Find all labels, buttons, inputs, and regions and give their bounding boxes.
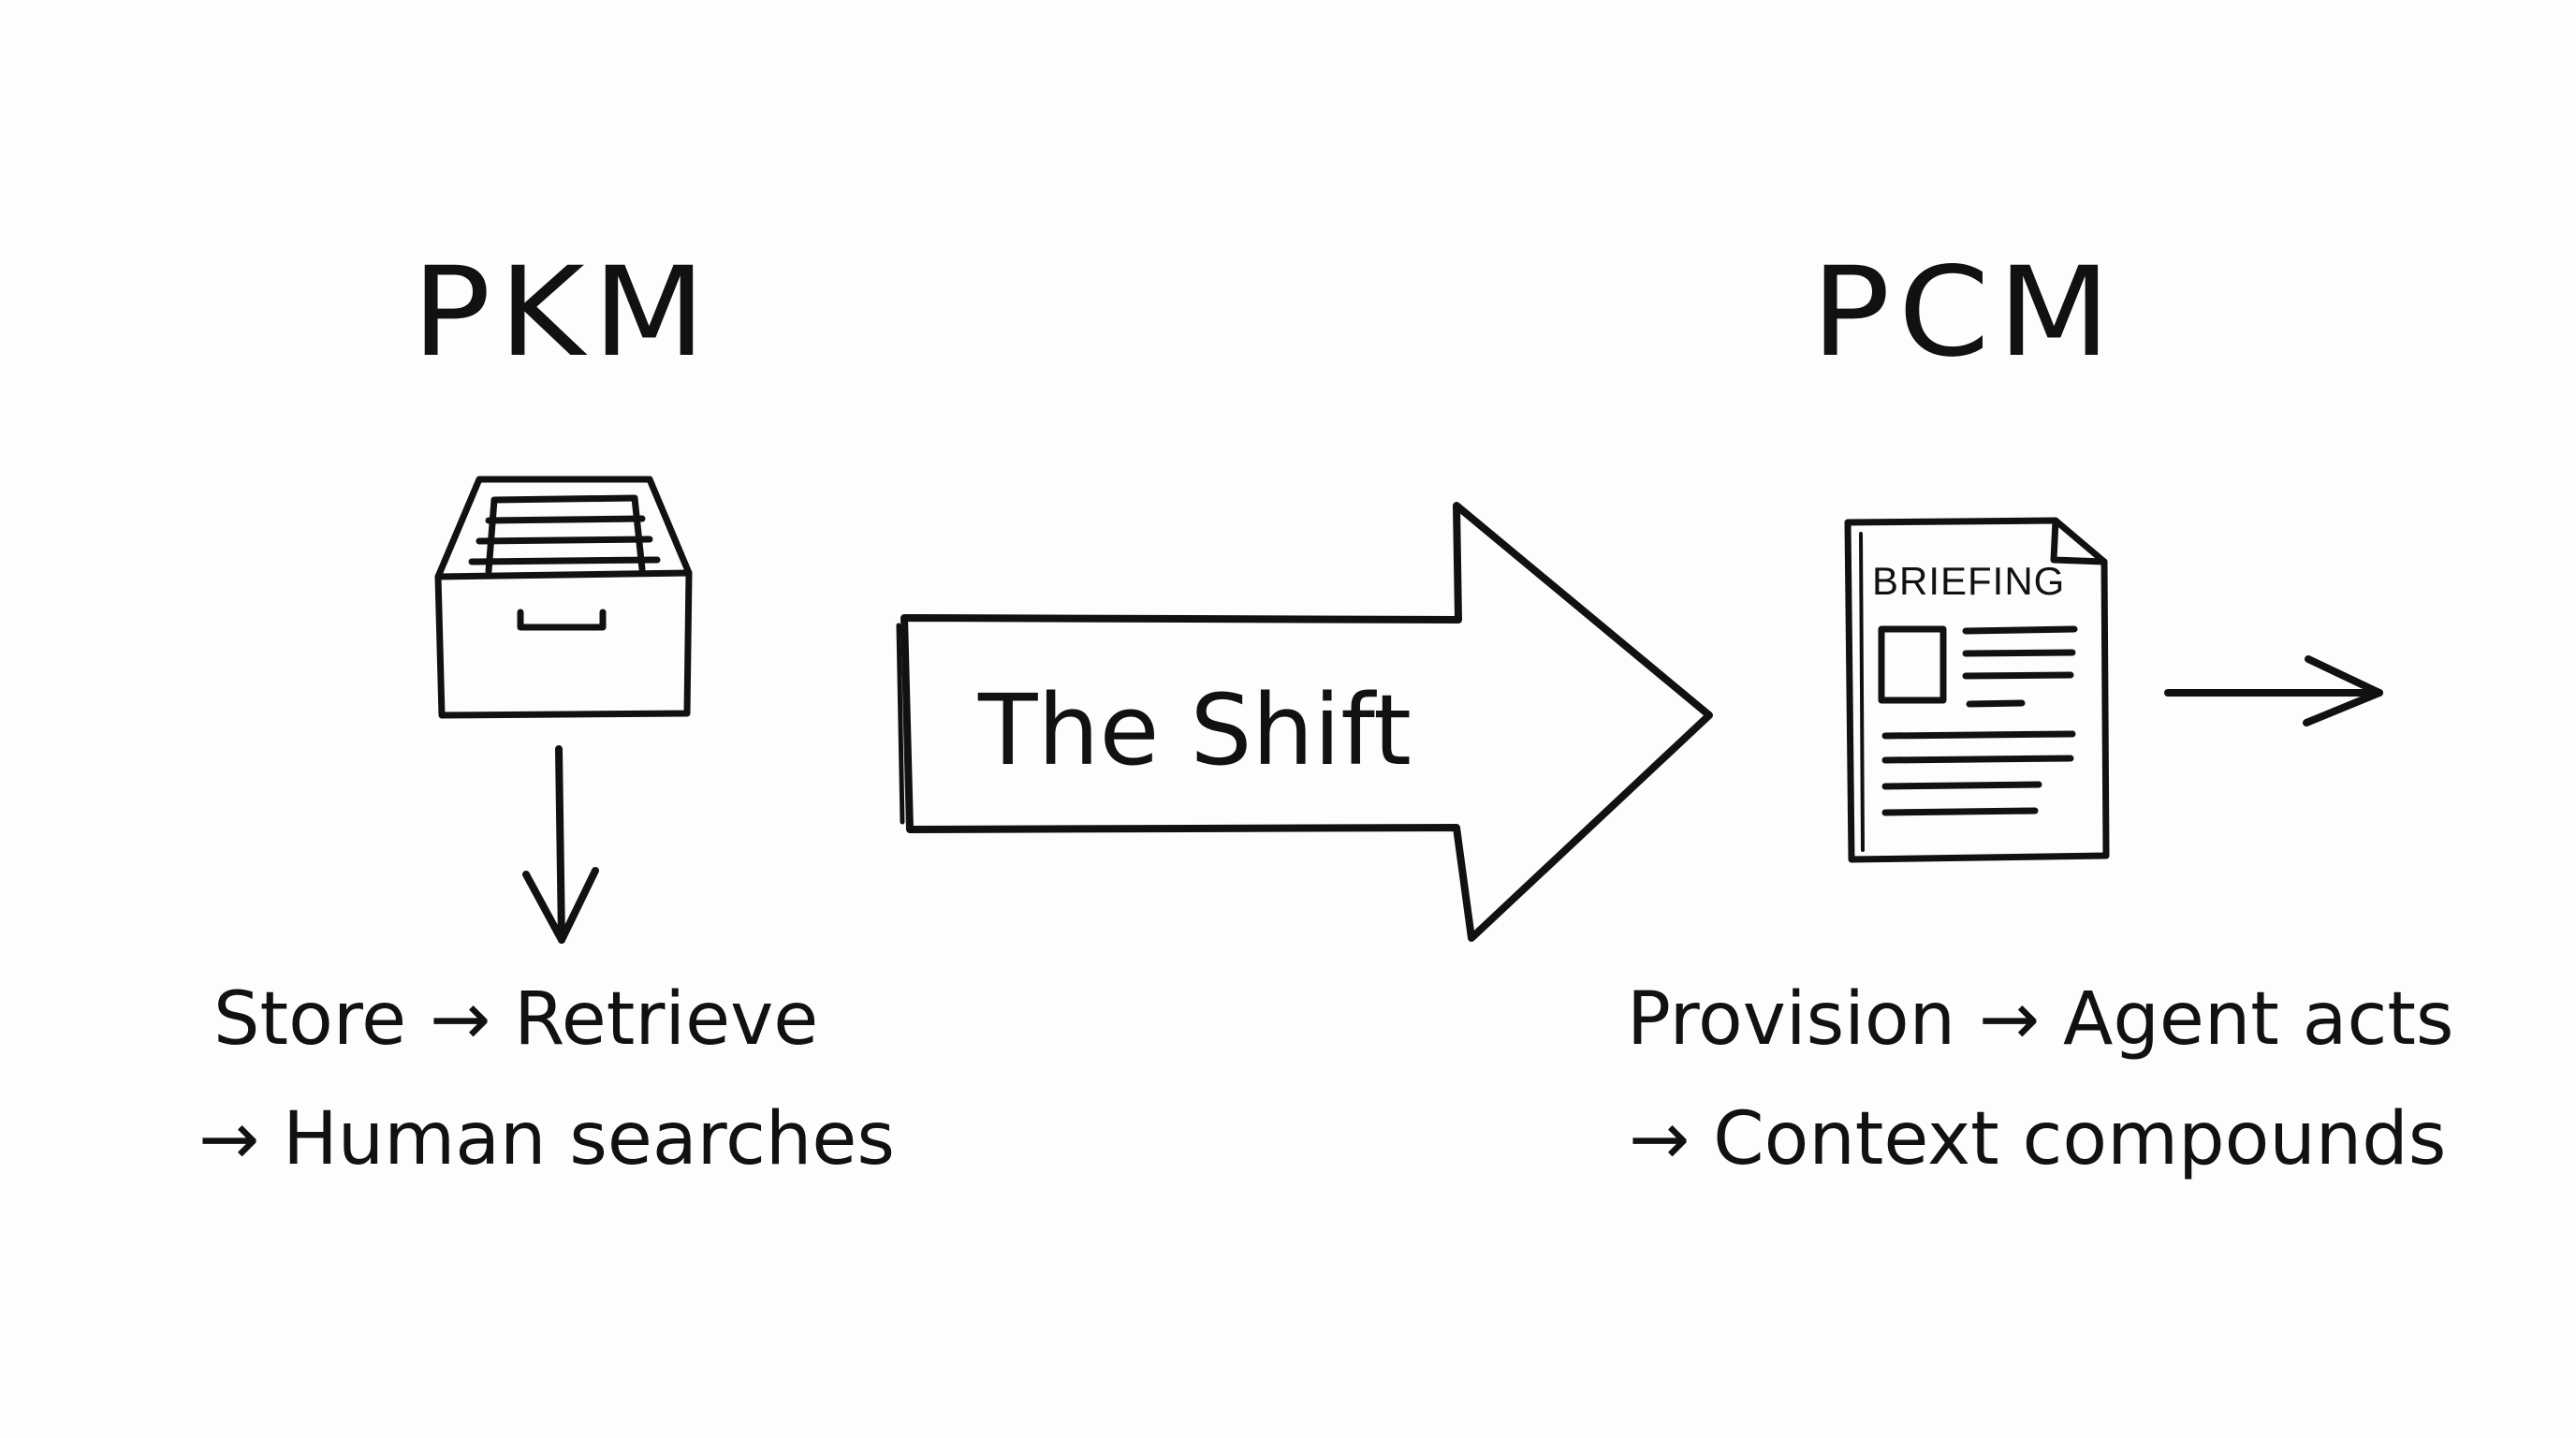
small-right-arrow-icon	[2164, 655, 2383, 726]
pkm-title: PKM	[412, 241, 714, 385]
file-drawer-icon	[434, 476, 693, 719]
right-arrow-icon	[896, 502, 1713, 942]
pcm-title: PCM	[1811, 241, 2119, 385]
pcm-caption-line2: → Context compounds	[1629, 1097, 2447, 1181]
briefing-document-icon	[1844, 517, 2110, 863]
pcm-caption-line1: Provision → Agent acts	[1627, 977, 2454, 1062]
briefing-label: BRIEFING	[1872, 559, 2066, 603]
pkm-caption-line1: Store → Retrieve	[213, 977, 819, 1062]
shift-label: The Shift	[978, 673, 1412, 787]
down-arrow-icon	[522, 745, 599, 944]
pkm-caption-line2: → Human searches	[198, 1097, 895, 1181]
